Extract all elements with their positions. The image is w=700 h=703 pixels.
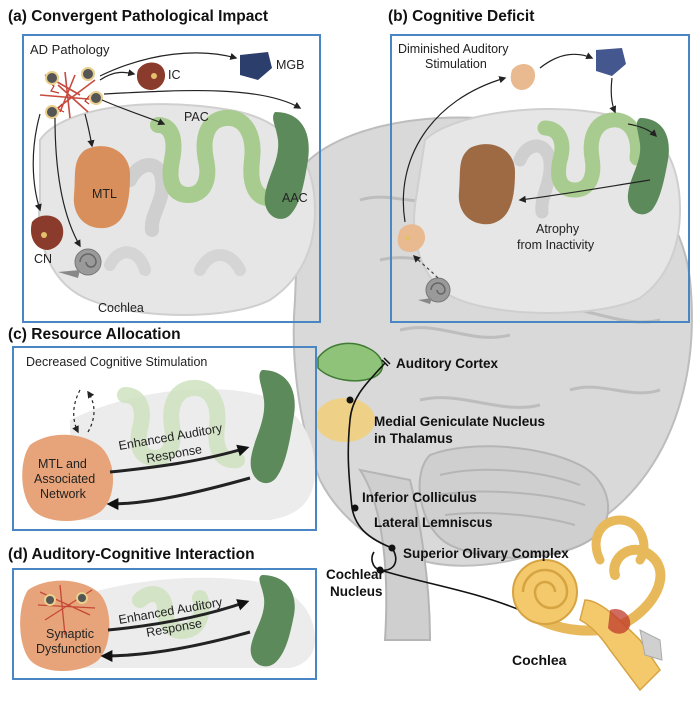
label-synaptic-2: Dysfunction	[36, 642, 102, 656]
label-cochlear-nucleus-2: Nucleus	[330, 584, 383, 599]
ad-pathology-cluster	[39, 67, 103, 119]
label-synaptic-1: Synaptic	[46, 627, 94, 641]
label-cochlea-main: Cochlea	[512, 652, 567, 668]
label-mgn-1: Medial Geniculate Nucleus	[374, 414, 546, 429]
label-mtl: MTL	[92, 187, 117, 201]
inner-ear	[512, 515, 666, 692]
label-mtl-network-1: MTL and	[38, 457, 87, 471]
label-ad-pathology: AD Pathology	[30, 42, 110, 57]
panel-b-title: (b) Cognitive Deficit	[388, 8, 535, 25]
label-mgn-2: in Thalamus	[374, 431, 453, 446]
label-cn: CN	[34, 252, 53, 266]
panel-c	[12, 346, 317, 531]
panel-d-art	[20, 575, 315, 671]
label-mgb: MGB	[276, 58, 305, 72]
label-mtl-network-2: Associated	[34, 472, 96, 486]
panel-d-title: (d) Auditory-Cognitive Interaction	[8, 546, 255, 563]
label-mtl-network-3: Network	[40, 487, 86, 501]
panel-a	[22, 34, 321, 323]
panel-d	[12, 568, 317, 680]
label-diminished-2: Stimulation	[425, 57, 487, 71]
label-aac: AAC	[282, 191, 308, 205]
panel-b	[390, 34, 690, 323]
panel-a-art	[30, 52, 317, 316]
label-ic: IC	[168, 68, 181, 82]
label-decreased-stimulation: Decreased Cognitive Stimulation	[26, 355, 208, 369]
panel-c-art	[22, 370, 315, 521]
label-diminished-1: Diminished Auditory	[398, 42, 509, 56]
auditory-pathway	[315, 342, 666, 692]
label-cochlea-a: Cochlea	[98, 301, 144, 315]
panel-a-title: (a) Convergent Pathological Impact	[8, 8, 269, 25]
label-atrophy-2: from Inactivity	[517, 238, 595, 252]
label-auditory-cortex: Auditory Cortex	[396, 356, 499, 371]
label-lateral-lemniscus: Lateral Lemniscus	[374, 515, 493, 530]
label-cochlear-nucleus-1: Cochlear	[326, 567, 384, 582]
label-atrophy-1: Atrophy	[536, 222, 580, 236]
label-inferior-colliculus: Inferior Colliculus	[362, 490, 477, 505]
label-superior-olivary: Superior Olivary Complex	[403, 546, 569, 561]
panel-c-title: (c) Resource Allocation	[8, 326, 181, 343]
label-pac: PAC	[184, 110, 209, 124]
panel-b-art	[397, 48, 682, 314]
